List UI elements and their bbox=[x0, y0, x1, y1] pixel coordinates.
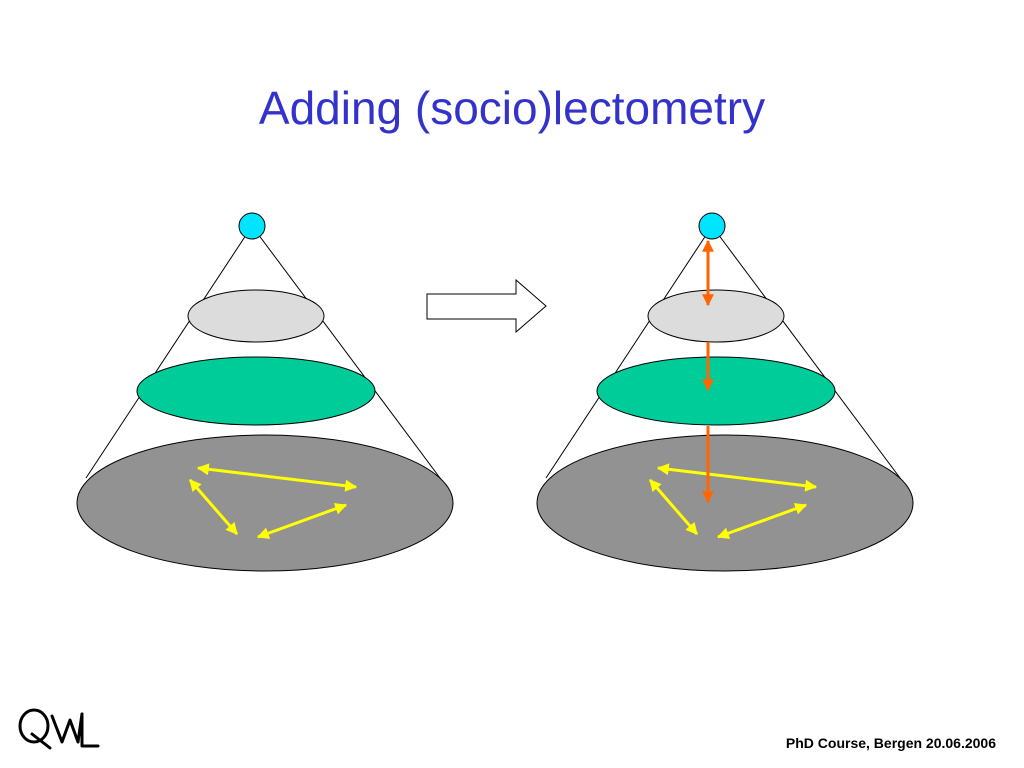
right-yellow-arrow-left bbox=[648, 479, 699, 535]
right-top-ellipse bbox=[647, 289, 785, 343]
left-cone-left-edge bbox=[85, 225, 253, 479]
left-yellow-arrow-left bbox=[188, 479, 239, 535]
left-yellow-arrows bbox=[188, 463, 358, 539]
left-apex-node bbox=[238, 212, 266, 240]
left-top-ellipse bbox=[187, 289, 325, 343]
right-yellow-arrows bbox=[648, 463, 818, 539]
right-yellow-arrow-top bbox=[656, 463, 818, 492]
right-yellow-arrow-right bbox=[716, 503, 808, 539]
left-yellow-arrow-top bbox=[196, 463, 358, 492]
right-cone-left-edge bbox=[545, 225, 713, 479]
left-middle-ellipse bbox=[136, 356, 376, 426]
right-apex-node bbox=[698, 212, 726, 240]
right-middle-ellipse bbox=[596, 356, 836, 426]
right-base-ellipse bbox=[536, 434, 914, 572]
block-arrow-right-icon bbox=[426, 278, 547, 334]
right-cone bbox=[536, 212, 914, 572]
left-cone bbox=[76, 212, 454, 572]
qvl-logo-icon bbox=[18, 708, 100, 750]
slide-title: Adding (socio)lectometry bbox=[258, 82, 766, 134]
left-yellow-arrow-right bbox=[256, 503, 348, 539]
right-cone-right-edge bbox=[711, 225, 907, 487]
left-base-ellipse bbox=[76, 434, 454, 572]
footer-text: PhD Course, Bergen 20.06.2006 bbox=[785, 735, 996, 751]
left-cone-right-edge bbox=[251, 225, 447, 487]
